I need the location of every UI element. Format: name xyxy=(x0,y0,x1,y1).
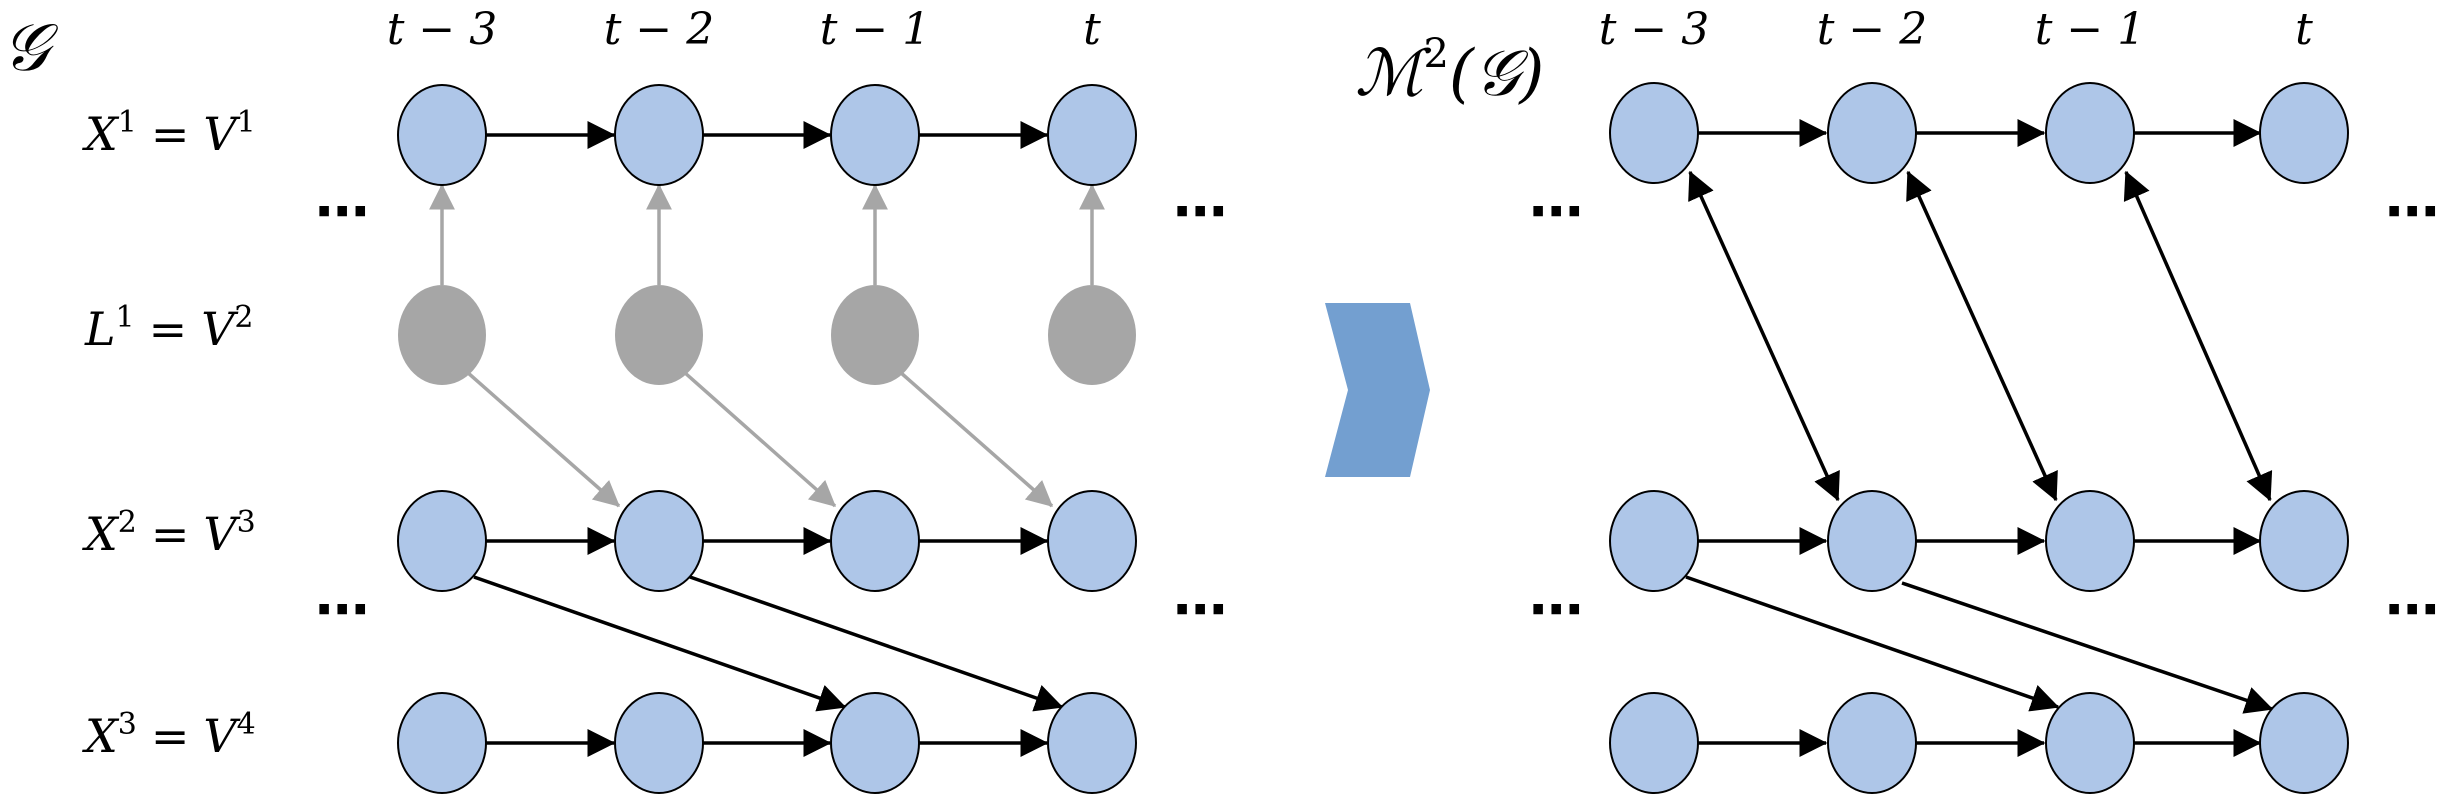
right-ellipsis-top-right: ⋯ xyxy=(2385,180,2439,243)
edge-x2-x3-t2-t xyxy=(689,575,1064,712)
right-graph-symbol: ℳ2(𝒢) xyxy=(1355,31,1544,111)
node-x3-t2 xyxy=(614,692,704,794)
right-edges xyxy=(1685,119,2274,757)
right-time-label-t: t xyxy=(2295,4,2313,55)
node-x1-t2 xyxy=(614,84,704,186)
left-ellipsis-top-right: ⋯ xyxy=(1173,180,1227,243)
left-time-label-t3: t − 3 xyxy=(387,4,498,55)
node-x2-t2 xyxy=(614,490,704,592)
m-edge-bidir-t1 xyxy=(2123,170,2273,502)
svg-text:X1=V1: X1=V1 xyxy=(82,105,256,161)
node-x1-t3 xyxy=(397,84,487,186)
left-observed-edges xyxy=(473,121,1064,757)
edge-x2-x3-t3-t1 xyxy=(473,575,847,712)
node-x3-t3 xyxy=(397,692,487,794)
right-ellipsis-top-left: ⋯ xyxy=(1529,180,1583,243)
m-edge-x2-x3-t3-t1 xyxy=(1685,575,2060,712)
node-x2-t3 xyxy=(397,490,487,592)
left-time-label-t2: t − 2 xyxy=(604,4,715,55)
right-ellipsis-bottom-left: ⋯ xyxy=(1529,578,1583,641)
node-x1-t1 xyxy=(830,84,920,186)
left-ellipsis-top-left: ⋯ xyxy=(315,180,369,243)
m-node-x3-t3 xyxy=(1609,692,1699,794)
m-node-x1-t3 xyxy=(1609,82,1699,184)
row-label-x3: X3=V4 xyxy=(82,707,256,763)
m-node-x1-t2 xyxy=(1827,82,1917,184)
row-label-l1: L1=V2 xyxy=(84,300,254,356)
edge-l1-x2-t1 xyxy=(898,370,1054,508)
m-node-x3-t xyxy=(2259,692,2349,794)
node-l1-t xyxy=(1048,285,1136,385)
m-node-x2-t3 xyxy=(1609,490,1699,592)
right-ellipsis-bottom-right: ⋯ xyxy=(2385,578,2439,641)
transform-chevron-icon xyxy=(1325,303,1430,477)
m-node-x1-t xyxy=(2259,82,2349,184)
m-edge-bidir-t2 xyxy=(1906,170,2058,502)
svg-text:L1=V2: L1=V2 xyxy=(84,300,254,356)
right-nodes xyxy=(1609,82,2349,794)
right-graph: ℳ2(𝒢) t − 3 t − 2 t − 1 t ⋯ ⋯ ⋯ ⋯ xyxy=(1355,4,2439,794)
m-node-x3-t2 xyxy=(1827,692,1917,794)
node-l1-t1 xyxy=(831,285,919,385)
edge-l1-x2-t3 xyxy=(465,370,621,508)
node-l1-t3 xyxy=(398,285,486,385)
m-edge-x2-x3-t2-t xyxy=(1901,581,2274,714)
left-nodes xyxy=(397,84,1137,794)
node-x3-t1 xyxy=(830,692,920,794)
right-time-label-t2: t − 2 xyxy=(1817,4,1928,55)
m-node-x1-t1 xyxy=(2045,82,2135,184)
m-node-x2-t2 xyxy=(1827,490,1917,592)
latent-edges xyxy=(429,183,1105,508)
node-l1-t2 xyxy=(615,285,703,385)
node-x3-t xyxy=(1047,692,1137,794)
m-edge-bidir-t3 xyxy=(1688,170,1840,502)
m-node-x2-t1 xyxy=(2045,490,2135,592)
left-ellipsis-bottom-left: ⋯ xyxy=(315,578,369,641)
right-time-label-t1: t − 1 xyxy=(2035,4,2146,55)
left-ellipsis-bottom-right: ⋯ xyxy=(1173,578,1227,641)
m-node-x2-t xyxy=(2259,490,2349,592)
svg-text:X3=V4: X3=V4 xyxy=(82,707,256,763)
node-x2-t1 xyxy=(830,490,920,592)
left-time-label-t1: t − 1 xyxy=(820,4,931,55)
row-label-x1: X1=V1 xyxy=(82,105,256,161)
row-label-x2: X2=V3 xyxy=(82,505,256,561)
right-time-label-t3: t − 3 xyxy=(1599,4,1710,55)
svg-text:X2=V3: X2=V3 xyxy=(82,505,256,561)
left-graph: 𝒢 t − 3 t − 2 t − 1 t X1=V1 L1=V2 X2=V3 … xyxy=(2,4,1227,794)
node-x1-t xyxy=(1047,84,1137,186)
left-graph-symbol: 𝒢 xyxy=(2,9,59,86)
left-time-label-t: t xyxy=(1083,4,1101,55)
node-x2-t xyxy=(1047,490,1137,592)
edge-l1-x2-t2 xyxy=(682,370,837,508)
m-node-x3-t1 xyxy=(2045,692,2135,794)
